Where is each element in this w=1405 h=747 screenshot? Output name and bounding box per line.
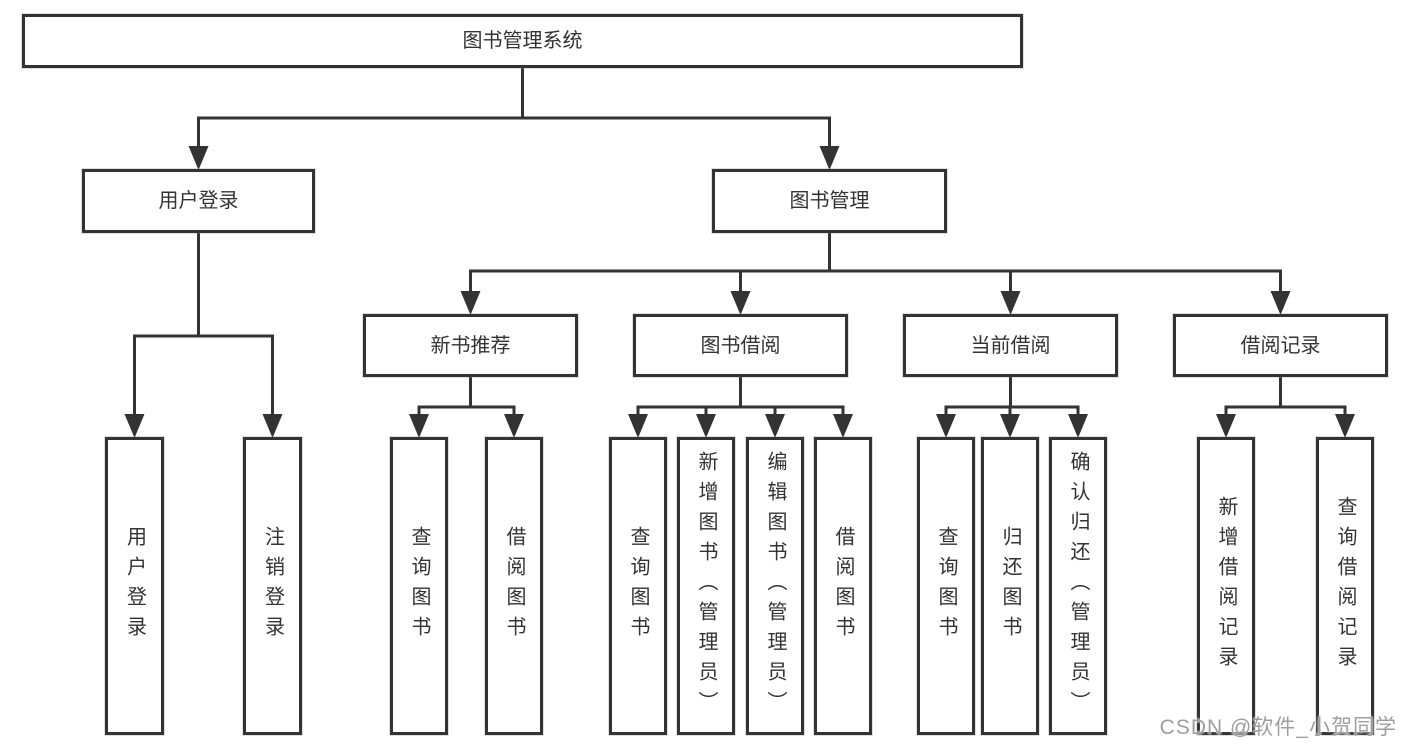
edge-current-borrow — [936, 376, 1088, 438]
node-leaf-logout: 注销登录 — [243, 437, 302, 735]
edge-book-borrow — [628, 376, 853, 438]
connector-arrowhead — [696, 414, 716, 438]
connector-arrowhead — [730, 291, 751, 315]
connector-arrowhead — [409, 414, 429, 438]
connector-arrowhead — [628, 414, 648, 438]
edge-new-book-rec — [409, 376, 524, 438]
connector-arrowhead — [188, 146, 209, 170]
node-leaf-bb-edit: 编辑图书（管理员） — [746, 437, 804, 735]
node-leaf-bb-query: 查询图书 — [609, 437, 667, 735]
connector-arrowhead — [819, 146, 840, 170]
connector-arrowhead — [936, 414, 956, 438]
edge-book-mgmt — [460, 232, 1291, 315]
node-leaf-br-query: 查询借阅记录 — [1316, 437, 1374, 735]
node-leaf-cb-confirm: 确认归还（管理员） — [1049, 437, 1107, 735]
connector-arrowhead — [1000, 291, 1021, 315]
node-book-mgmt: 图书管理 — [712, 169, 947, 233]
node-leaf-rec-query: 查询图书 — [390, 437, 448, 735]
node-leaf-br-add: 新增借阅记录 — [1197, 437, 1255, 735]
node-current-borrow: 当前借阅 — [903, 314, 1118, 377]
node-leaf-cb-return: 归还图书 — [981, 437, 1039, 735]
connector-arrowhead — [262, 414, 283, 438]
connector-arrowhead — [1068, 414, 1088, 438]
node-leaf-bb-add: 新增图书（管理员） — [677, 437, 735, 735]
edge-borrow-record — [1216, 376, 1355, 438]
connector-arrowhead — [1335, 414, 1355, 438]
connector-arrowhead — [504, 414, 524, 438]
node-new-book-rec: 新书推荐 — [363, 314, 578, 377]
node-leaf-cb-query: 查询图书 — [917, 437, 975, 735]
edge-root — [188, 67, 840, 170]
node-leaf-bb-borrow: 借阅图书 — [814, 437, 872, 735]
node-leaf-user-login: 用户登录 — [105, 437, 164, 735]
connector-arrowhead — [124, 414, 145, 438]
connector-arrowhead — [460, 291, 481, 315]
node-root: 图书管理系统 — [22, 14, 1023, 68]
node-borrow-record: 借阅记录 — [1173, 314, 1388, 377]
connector-arrowhead — [833, 414, 853, 438]
node-book-borrow: 图书借阅 — [633, 314, 848, 377]
connector-arrowhead — [1000, 414, 1020, 438]
node-leaf-rec-borrow: 借阅图书 — [485, 437, 543, 735]
connector-arrowhead — [1270, 291, 1291, 315]
connector-arrowhead — [765, 414, 785, 438]
connector-arrowhead — [1216, 414, 1236, 438]
node-user-login: 用户登录 — [82, 169, 315, 233]
edge-user-login — [124, 232, 283, 438]
